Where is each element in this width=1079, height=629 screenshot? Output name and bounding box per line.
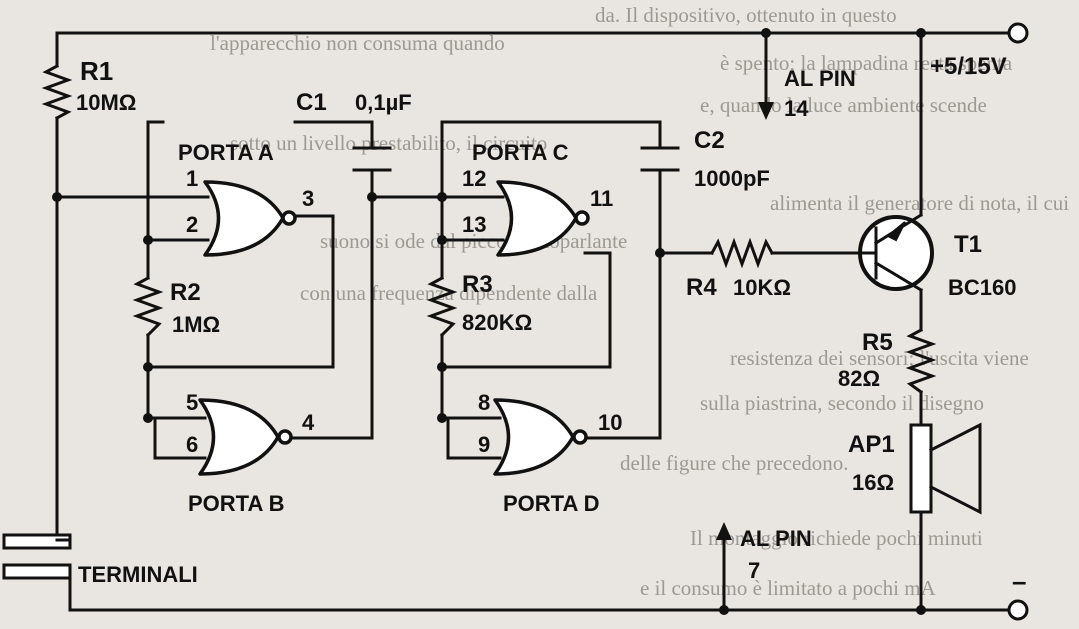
bg-line-11: Il montaggio richiede pochi minuti <box>690 526 983 550</box>
pin7-label: AL PIN <box>740 526 812 551</box>
supply-terminal-negative <box>1007 599 1029 621</box>
r3-value: 820KΩ <box>462 310 532 335</box>
r5-value: 82Ω <box>838 366 880 391</box>
gate-d-pin9: 9 <box>478 432 490 457</box>
resistor-r3 <box>426 275 458 338</box>
r2-name: R2 <box>170 279 201 306</box>
r1-value: 10MΩ <box>76 90 136 115</box>
pin7-arrow-icon <box>716 522 732 540</box>
capacitor-c1 <box>352 146 392 172</box>
gate-d-pin8: 8 <box>478 390 490 415</box>
c1-name: C1 <box>296 89 327 116</box>
pin6-wire <box>153 416 207 460</box>
bg-line-0: da. Il dispositivo, ottenuto in questo <box>595 3 897 27</box>
gate-b-pin4: 4 <box>302 410 315 435</box>
resistor-r4 <box>709 237 775 269</box>
gate-b-pin5: 5 <box>186 390 198 415</box>
junction-dots <box>52 28 926 615</box>
bg-line-4: sotto un livello prestabilito, il circui… <box>230 131 547 155</box>
nor-gate-d <box>493 398 588 476</box>
gate-c-label: PORTA C <box>472 140 569 165</box>
nor-gate-a <box>203 180 297 257</box>
pin8-9-wire <box>440 416 502 460</box>
r2-loop-left <box>146 120 207 420</box>
resistor-r1 <box>41 63 73 121</box>
gate-d-pin10: 10 <box>598 410 622 435</box>
bg-line-12: e il consumo è limitato a pochi mA <box>640 576 937 600</box>
bg-line-2: è spento; la lampadina resta spenta <box>720 51 1013 75</box>
c2-wire <box>440 120 662 255</box>
bg-line-9: sulla piastrina, secondo il disegno <box>700 391 984 415</box>
gate-a-pin2: 2 <box>186 212 198 237</box>
r4-value: 10KΩ <box>733 275 791 300</box>
nor-gate-b <box>198 398 293 476</box>
gate-c-pin13: 13 <box>462 212 486 237</box>
gate-a-label: PORTA A <box>178 140 274 165</box>
c2-value: 1000pF <box>694 166 770 191</box>
supply-positive-label: +5/15V <box>930 53 1007 80</box>
pin7-number: 7 <box>748 558 760 583</box>
resistor-r2 <box>132 275 164 338</box>
wires <box>55 31 1010 612</box>
c2-name: C2 <box>694 127 725 154</box>
gate-b-pin6: 6 <box>186 432 198 457</box>
transistor-t1 <box>858 212 934 293</box>
r4-name: R4 <box>686 274 717 301</box>
background-page-text: da. Il dispositivo, ottenuto in questo l… <box>210 3 1069 600</box>
pin14-label: AL PIN <box>784 66 856 91</box>
bg-line-1: l'apparecchio non consuma quando <box>210 31 505 55</box>
gate-d-output-wire <box>586 251 662 440</box>
gate-d-label: PORTA D <box>503 491 600 516</box>
r1-name: R1 <box>80 56 113 86</box>
capacitor-c2 <box>640 146 680 172</box>
supply-terminal-positive <box>1007 22 1029 44</box>
c1-value: 0,1µF <box>355 90 412 115</box>
r5-name: R5 <box>862 329 893 356</box>
gate-a-pin1: 1 <box>186 166 198 191</box>
terminals-label: TERMINALI <box>78 562 198 587</box>
gate-c-pin11: 11 <box>590 186 613 211</box>
gate-a-pin3: 3 <box>302 186 314 211</box>
t1-name: T1 <box>954 231 982 258</box>
bg-line-8: resistenza dei sensori; l'uscita viene <box>730 346 1029 370</box>
bg-line-3: e, quando la luce ambiente scende <box>700 93 987 117</box>
pin14-arrow-icon <box>758 102 774 120</box>
speaker-ap1 <box>909 422 982 515</box>
sensor-terminals <box>2 533 72 580</box>
r3-name: R3 <box>462 271 493 298</box>
gate-b-label: PORTA B <box>188 491 285 516</box>
gate-c-pin12: 12 <box>462 166 486 191</box>
c1-wire <box>290 120 374 440</box>
labels: R1 10MΩ C1 0,1µF C2 1000pF R2 1MΩ R3 820… <box>76 53 1026 596</box>
pin12-wire <box>440 120 505 199</box>
ap1-name: AP1 <box>848 431 895 458</box>
supply-negative-label: – <box>1012 566 1026 596</box>
ap1-value: 16Ω <box>852 470 894 495</box>
gate-a-output-loop <box>146 214 335 369</box>
gate-c-output-loop <box>440 251 612 369</box>
pin14-number: 14 <box>784 96 809 121</box>
r2-value: 1MΩ <box>172 312 220 337</box>
nor-gate-c <box>496 180 590 257</box>
bg-line-10: delle figure che precedono. <box>620 451 849 475</box>
t1-value: BC160 <box>948 275 1016 300</box>
resistor-r5 <box>905 327 937 395</box>
